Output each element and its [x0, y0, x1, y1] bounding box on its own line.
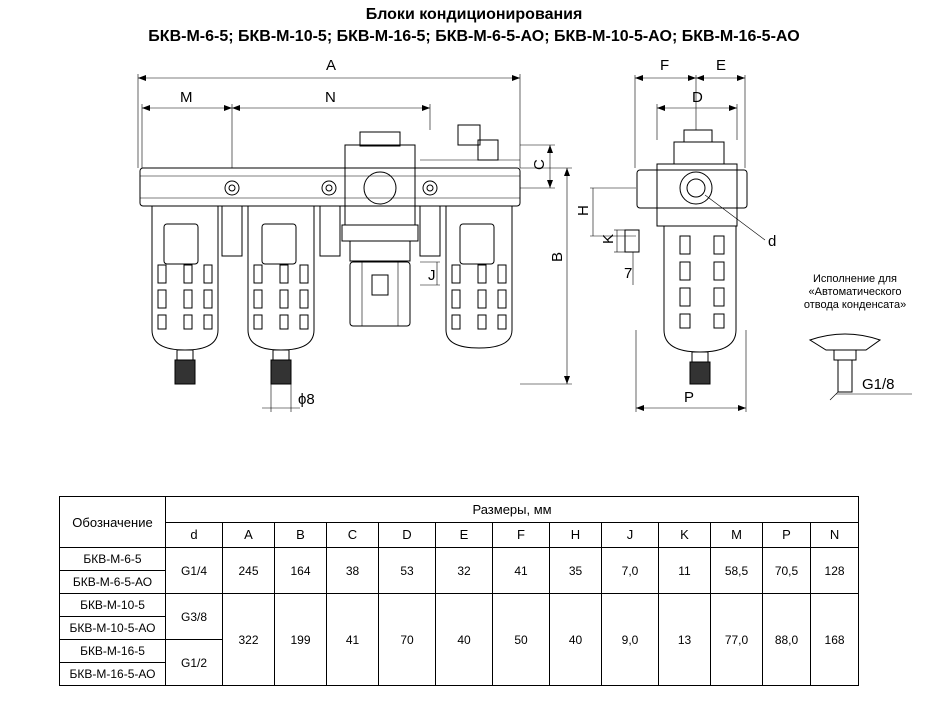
cell-n: 128 — [809, 547, 860, 594]
dimensions-table: Обозначение Размеры, мм d A B C D E F H … — [59, 496, 860, 686]
cell-e: 40 — [435, 593, 493, 686]
row-name: БКВ-М-6-5 — [59, 547, 166, 571]
cell-a: 322 — [222, 593, 275, 686]
column-header-row: d A B C D E F H J K M P N — [60, 521, 860, 548]
dim-label-g18: G1/8 — [862, 376, 895, 393]
column-header: A — [222, 521, 275, 548]
dim-label-j: J — [428, 267, 436, 284]
cell-k: 11 — [658, 547, 711, 594]
row-name: БКВ-М-10-5 — [59, 593, 166, 617]
dim-label-c: C — [531, 159, 548, 170]
auto-drain-note: Исполнение для «Автоматического отвода к… — [803, 273, 907, 311]
page-title: Блоки кондиционирования — [365, 6, 583, 23]
column-header: C — [326, 521, 379, 548]
cell-f: 50 — [492, 593, 550, 686]
column-header: J — [601, 521, 659, 548]
cell-m: 58,5 — [710, 547, 763, 594]
dim-label-n: N — [325, 89, 336, 106]
column-header: F — [492, 521, 550, 548]
column-header: B — [274, 521, 327, 548]
technical-drawing: A M N C B J ϕ8 F E D H K 7 d P G1/8 — [137, 57, 912, 412]
column-header: E — [435, 521, 493, 548]
cell-j: 7,0 — [601, 547, 659, 594]
column-header: H — [549, 521, 602, 548]
dim-label-p: P — [684, 389, 694, 406]
cell-c: 38 — [326, 547, 379, 594]
cell-n: 168 — [809, 593, 860, 686]
row-name: БКВ-М-10-5-АО — [59, 616, 166, 640]
cell-d-size: 53 — [378, 547, 436, 594]
cell-m: 77,0 — [710, 593, 763, 686]
cell-d: G1/4 — [165, 547, 223, 594]
cell-a: 245 — [222, 547, 275, 594]
dim-label-b: B — [549, 252, 566, 262]
column-header: N — [809, 521, 860, 548]
column-header: D — [378, 521, 436, 548]
dim-label-7: 7 — [624, 265, 632, 282]
cell-c: 41 — [326, 593, 379, 686]
table-row: БКВ-М-6-5 G1/4 245 164 38 53 32 41 35 7,… — [59, 547, 860, 594]
dim-label-k: K — [600, 234, 617, 244]
row-name: БКВ-М-16-5 — [59, 639, 166, 663]
cell-f: 41 — [492, 547, 550, 594]
table-row: БКВ-М-10-5-АО — [59, 616, 859, 640]
cell-b: 199 — [274, 593, 327, 686]
page-subtitle: БКВ-М-6-5; БКВ-М-10-5; БКВ-М-16-5; БКВ-М… — [148, 28, 800, 45]
dim-label-a: A — [326, 57, 336, 74]
cell-h: 35 — [549, 547, 602, 594]
cell-p: 70,5 — [762, 547, 811, 594]
sizes-header: Размеры, мм — [164, 496, 860, 523]
cell-d: G3/8 — [165, 593, 223, 640]
cell-k: 13 — [658, 593, 711, 686]
column-header: P — [762, 521, 811, 548]
cell-d: G1/2 — [165, 639, 223, 686]
cell-j: 9,0 — [601, 593, 659, 686]
cell-b: 164 — [274, 547, 327, 594]
table-row: БКВ-М-16-5 G1/2 — [59, 639, 859, 686]
cell-p: 88,0 — [762, 593, 811, 686]
table-row: БКВ-М-16-5-АО — [59, 662, 859, 686]
dim-label-h: H — [575, 205, 592, 216]
dim-label-d-top: D — [692, 89, 703, 106]
table-row: БКВ-М-10-5 G3/8 322 199 41 70 40 50 40 9… — [59, 593, 860, 686]
column-header: d — [165, 521, 223, 548]
table-row: БКВ-М-6-5-АО — [59, 570, 859, 594]
cell-h: 40 — [549, 593, 602, 686]
dim-label-phi8: ϕ8 — [298, 391, 315, 408]
designation-header: Обозначение — [59, 496, 166, 548]
cell-e: 32 — [435, 547, 493, 594]
dim-label-e: E — [716, 57, 726, 74]
cell-d-size: 70 — [378, 593, 436, 686]
row-name: БКВ-М-6-5-АО — [59, 570, 166, 594]
column-header: K — [658, 521, 711, 548]
column-header: M — [710, 521, 763, 548]
row-name: БКВ-М-16-5-АО — [59, 662, 166, 686]
dim-label-f: F — [660, 57, 669, 74]
dim-label-m: M — [180, 89, 193, 106]
dim-label-d-thread: d — [768, 233, 776, 250]
